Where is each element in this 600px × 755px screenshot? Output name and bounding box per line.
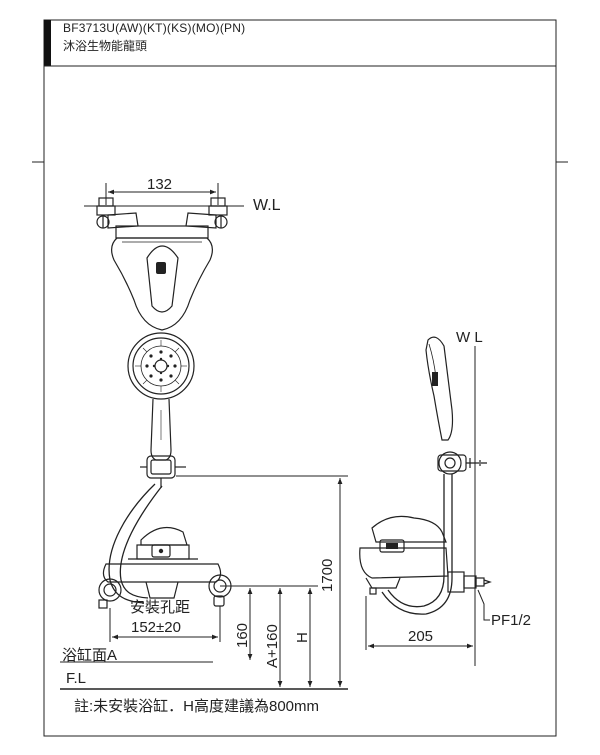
dim-160-label: 160: [234, 623, 251, 648]
mixer-body-side: [359, 515, 449, 595]
floor-line-label: F.L: [66, 670, 86, 687]
front-view: 132 W.L: [60, 176, 348, 690]
product-name: 沐浴生物能龍頭: [63, 39, 148, 53]
connector-right: [208, 574, 232, 607]
connector-side: [447, 571, 492, 593]
mixer-body-top: [111, 237, 213, 331]
shower-hose: [108, 483, 156, 604]
installation-note: 註:未安裝浴缸．H高度建議為800mm: [74, 697, 319, 715]
drawing-frame: [32, 19, 568, 737]
inlet-leader-line: [477, 589, 490, 621]
mixer-body-band: [115, 225, 209, 239]
hole-spacing-dim: 152±20: [131, 619, 181, 636]
tub-surface-label: 浴缸面A: [62, 646, 117, 664]
wall-line-label: W.L: [253, 197, 281, 214]
handle-logo-mark: [156, 262, 166, 274]
dim-1700-label: 1700: [319, 559, 336, 592]
slide-holder-side: [437, 451, 487, 475]
dim-a160-label: A+160: [264, 624, 281, 668]
model-number: BF3713U(AW)(KT)(KS)(MO)(PN): [63, 21, 246, 35]
connector-left: [98, 578, 122, 609]
hose-side: [387, 474, 445, 608]
side-wall-line-label: W L: [456, 329, 483, 346]
hole-spacing-label: 安裝孔距: [130, 599, 190, 616]
slide-holder: [140, 455, 186, 488]
shower-head: [127, 332, 195, 400]
inlet-thread-label: PF1/2: [491, 612, 531, 629]
lever-handle: [146, 245, 179, 313]
dim-205-label: 205: [408, 628, 433, 645]
dimension-205: [365, 596, 476, 650]
header-bar: [44, 20, 51, 66]
dimension-152: [109, 606, 221, 642]
mount-bracket-left: [96, 197, 139, 229]
dim-132-label: 132: [147, 176, 172, 193]
shower-head-side: [425, 336, 454, 441]
side-view: W L: [359, 329, 531, 666]
dim-h-label: H: [294, 632, 311, 643]
mount-bracket-right: [185, 197, 228, 229]
dimension-132: [105, 183, 219, 205]
